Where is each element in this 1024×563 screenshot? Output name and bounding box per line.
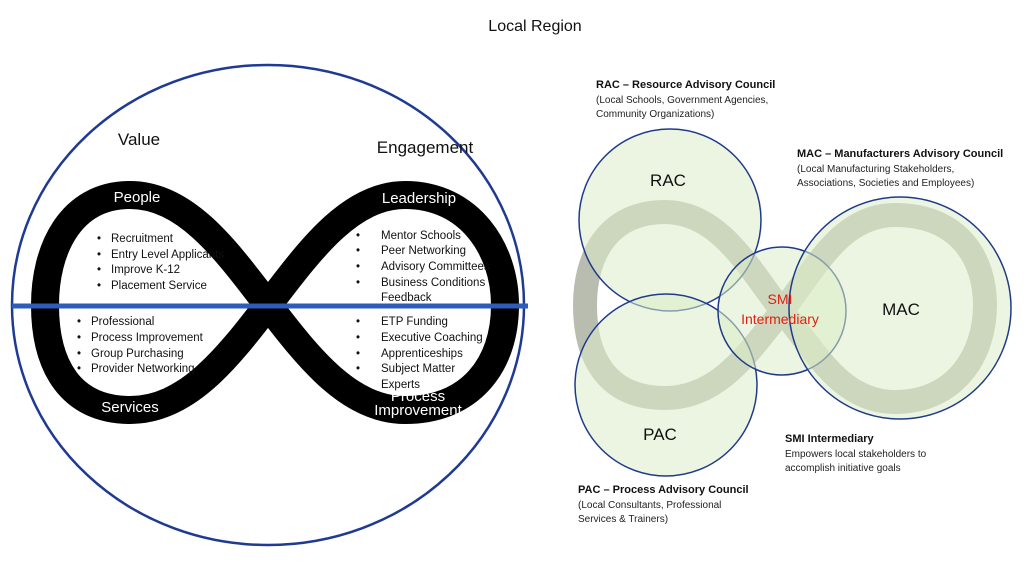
svg-text:•: • — [77, 316, 81, 328]
mac-caption: MAC – Manufacturers Advisory Council (Lo… — [797, 148, 1003, 189]
rac-caption: RAC – Resource Advisory Council (Local S… — [596, 79, 775, 120]
svg-text:•: • — [97, 233, 101, 245]
process-list: • ETP Funding • Executive Coaching • Appren… — [356, 316, 483, 391]
list-item: Advisory Committees — [381, 261, 490, 273]
list-item: Peer Networking — [381, 245, 466, 257]
caption-heading: MAC – Manufacturers Advisory Council — [797, 148, 1003, 160]
list-item: Entry Level Applicants — [111, 249, 224, 261]
svg-text:•: • — [97, 280, 101, 292]
smi-label-1: SMI — [768, 291, 793, 307]
svg-text:•: • — [356, 316, 360, 328]
caption-text: Community Organizations) — [596, 109, 714, 120]
caption-text: accomplish initiative goals — [785, 463, 901, 474]
process-title-2: Improvement — [374, 402, 462, 419]
svg-text:•: • — [356, 230, 360, 242]
people-list: • Recruitment • Entry Level Applicants • Im… — [97, 233, 224, 292]
infinity-loop — [30, 180, 520, 425]
list-item: Feedback — [381, 292, 432, 304]
svg-text:•: • — [356, 261, 360, 273]
engagement-label: Engagement — [377, 138, 474, 157]
list-item: Provider Networking — [91, 363, 195, 375]
council-diagram: RAC PAC MAC SMI Intermediary RAC – Resou… — [572, 79, 1012, 525]
caption-heading: PAC – Process Advisory Council — [578, 484, 749, 496]
list-item: Subject Matter — [381, 363, 455, 375]
rac-label: RAC — [650, 171, 686, 190]
svg-text:•: • — [356, 363, 360, 375]
page-title: Local Region — [488, 18, 581, 35]
services-list: • Professional • Process Improvement • Grou… — [77, 316, 204, 375]
smi-caption: SMI Intermediary Empowers local stakehol… — [785, 433, 927, 474]
caption-text: Associations, Societies and Employees) — [797, 178, 974, 189]
list-item: Recruitment — [111, 233, 174, 245]
smi-label-2: Intermediary — [741, 311, 819, 327]
list-item: Placement Service — [111, 280, 207, 292]
svg-text:•: • — [77, 348, 81, 360]
svg-text:•: • — [77, 363, 81, 375]
svg-text:•: • — [97, 264, 101, 276]
pac-circle — [574, 293, 758, 477]
svg-text:•: • — [356, 332, 360, 344]
list-item: Business Conditions — [381, 277, 485, 289]
leadership-list: • Mentor Schools • Peer Networking • Adviso… — [356, 230, 490, 304]
caption-text: Services & Trainers) — [578, 514, 668, 525]
svg-text:•: • — [97, 249, 101, 261]
leadership-title: Leadership — [382, 190, 456, 207]
list-item: Improve K-12 — [111, 264, 180, 276]
caption-text: Empowers local stakeholders to — [785, 449, 927, 460]
caption-heading: SMI Intermediary — [785, 433, 875, 445]
svg-text:•: • — [356, 348, 360, 360]
mac-label: MAC — [882, 300, 920, 319]
list-item: Executive Coaching — [381, 332, 483, 344]
list-item: ETP Funding — [381, 316, 448, 328]
svg-text:•: • — [77, 332, 81, 344]
svg-text:•: • — [356, 245, 360, 257]
list-item: Mentor Schools — [381, 230, 461, 242]
list-item: Apprenticeships — [381, 348, 463, 360]
pac-label: PAC — [643, 425, 677, 444]
people-title: People — [114, 189, 161, 206]
caption-heading: RAC – Resource Advisory Council — [596, 79, 775, 91]
mac-circle — [788, 196, 1012, 420]
list-item: Experts — [381, 379, 420, 391]
pac-caption: PAC – Process Advisory Council (Local Co… — [578, 484, 749, 525]
svg-text:•: • — [356, 277, 360, 289]
caption-text: (Local Consultants, Professional — [578, 500, 721, 511]
caption-text: (Local Manufacturing Stakeholders, — [797, 164, 954, 175]
process-title-1: Process — [391, 388, 445, 405]
caption-text: (Local Schools, Government Agencies, — [596, 95, 768, 106]
list-item: Process Improvement — [91, 332, 204, 344]
services-title: Services — [101, 399, 159, 416]
list-item: Professional — [91, 316, 154, 328]
value-engagement-diagram: Value Engagement People Leadership Servi… — [10, 63, 528, 547]
value-label: Value — [118, 130, 160, 149]
list-item: Group Purchasing — [91, 348, 184, 360]
